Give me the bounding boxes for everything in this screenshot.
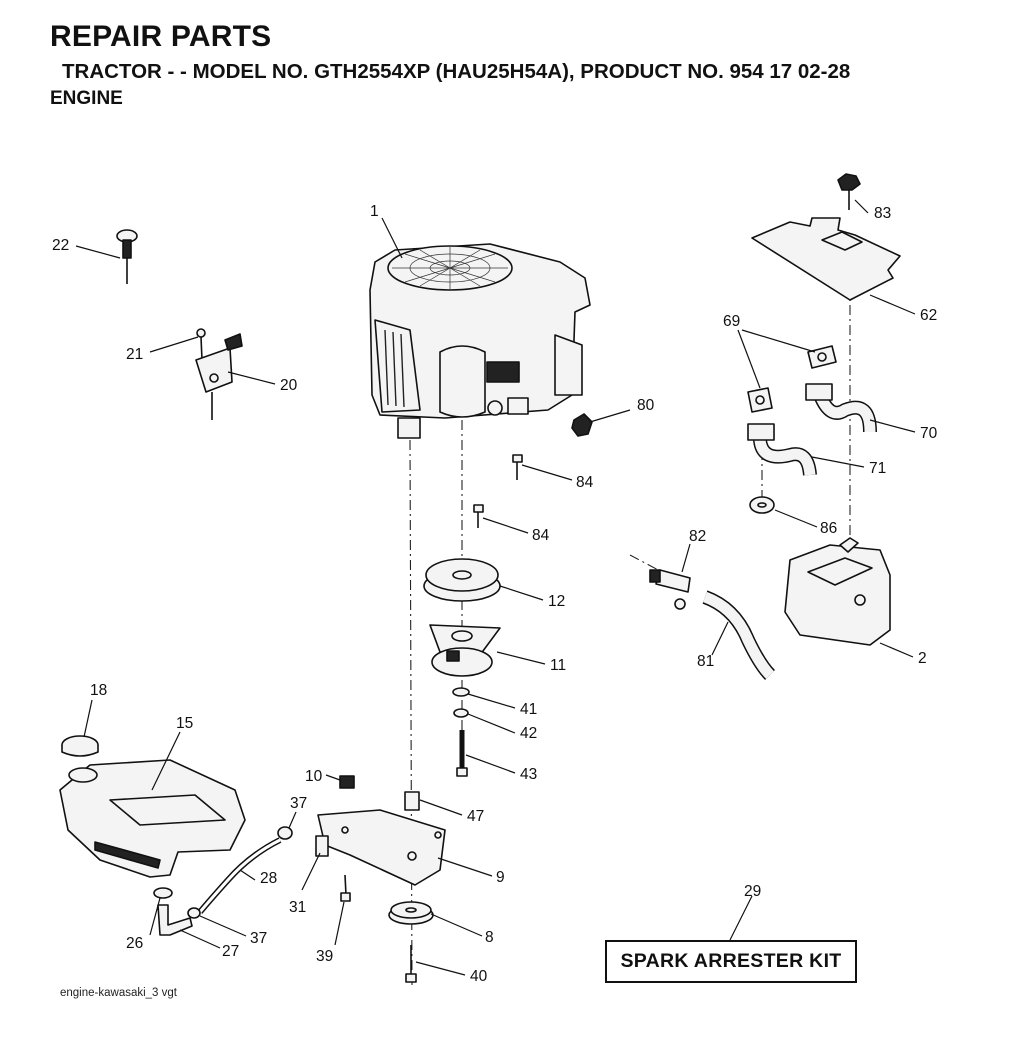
callout-11: 11 (550, 657, 566, 674)
dipstick-part-22 (116, 229, 138, 284)
gasket-part-69a (747, 387, 773, 413)
drawing-code: engine-kawasaki_3 vgt (60, 987, 177, 999)
fuel-cap-part-18 (61, 735, 99, 757)
callout-37-lower: 37 (250, 930, 267, 947)
clamp-part-37a (277, 826, 293, 840)
nut-part-80 (571, 413, 593, 437)
model-subtitle: TRACTOR - - MODEL NO. GTH2554XP (HAU25H5… (62, 60, 851, 83)
callout-84-lower: 84 (532, 527, 550, 544)
callout-28: 28 (260, 870, 277, 887)
pulley-part-8 (388, 901, 434, 925)
callout-37-upper: 37 (290, 795, 307, 812)
callout-22: 22 (52, 237, 69, 254)
pulley-part-12 (423, 558, 501, 602)
clutch-part-11 (429, 624, 501, 677)
page-title: REPAIR PARTS (50, 20, 272, 53)
callout-69: 69 (723, 313, 740, 330)
callout-81: 81 (697, 653, 714, 670)
engine-part (369, 243, 591, 439)
bolt-part-40 (405, 945, 417, 983)
muffler-part-2 (784, 537, 891, 646)
callout-86: 86 (820, 520, 837, 537)
spark-arrester-part-82 (649, 569, 691, 610)
callout-8: 8 (485, 929, 494, 946)
callout-20: 20 (280, 377, 298, 394)
callout-70: 70 (920, 425, 938, 442)
callout-47: 47 (467, 808, 484, 825)
callout-1: 1 (370, 203, 379, 220)
callout-83: 83 (874, 205, 891, 222)
callout-82: 82 (689, 528, 706, 545)
callout-18: 18 (90, 682, 107, 699)
callout-2: 2 (918, 650, 927, 667)
callout-9: 9 (496, 869, 505, 886)
gasket-part-69b (807, 345, 837, 369)
shutoff-valve-part-27 (157, 904, 193, 936)
callout-43: 43 (520, 766, 537, 783)
callout-10: 10 (305, 768, 323, 785)
callout-42: 42 (520, 725, 537, 742)
callout-31: 31 (289, 899, 306, 916)
section-title: ENGINE (50, 88, 123, 109)
washers-41-42 (452, 687, 470, 718)
callout-41: 41 (520, 701, 537, 718)
spacer-part-47 (404, 791, 420, 811)
spark-arrester-kit-box: SPARK ARRESTER KIT (605, 940, 857, 983)
leader-lines (75, 199, 916, 976)
knob-part-83 (837, 173, 861, 210)
grommet-part-26 (153, 887, 173, 899)
bolt-part-43 (456, 730, 468, 777)
exhaust-pipe-part-70 (805, 383, 877, 433)
bracket-part-9 (317, 809, 446, 886)
callout-21: 21 (126, 346, 143, 363)
throttle-bracket-part-20 (195, 328, 243, 420)
callout-84-upper: 84 (576, 474, 594, 491)
callout-26: 26 (126, 935, 143, 952)
heat-shield-part-62 (751, 217, 901, 301)
callout-27: 27 (222, 943, 239, 960)
clamp-part-37b (187, 907, 201, 919)
spring-part-31 (315, 835, 329, 857)
exhaust-pipe-part-71 (747, 423, 817, 476)
fuel-tank-part-15 (59, 759, 246, 878)
callout-40: 40 (470, 968, 488, 985)
callout-12: 12 (548, 593, 565, 610)
nut-part-86 (749, 496, 775, 514)
callout-29: 29 (744, 883, 761, 900)
callout-39: 39 (316, 948, 333, 965)
callout-71: 71 (869, 460, 886, 477)
bolt-part-84a (512, 454, 523, 480)
callout-80: 80 (637, 397, 655, 414)
bolt-part-39 (340, 874, 351, 902)
callout-62: 62 (920, 307, 937, 324)
tailpipe-part-81 (702, 590, 776, 680)
spacer-part-10 (339, 775, 355, 789)
callout-labels: 1 2 8 9 10 11 12 15 18 20 21 22 26 27 28… (52, 203, 938, 985)
callout-15: 15 (176, 715, 193, 732)
bolt-part-84b (473, 504, 484, 528)
fuel-line-part-28 (197, 837, 282, 914)
